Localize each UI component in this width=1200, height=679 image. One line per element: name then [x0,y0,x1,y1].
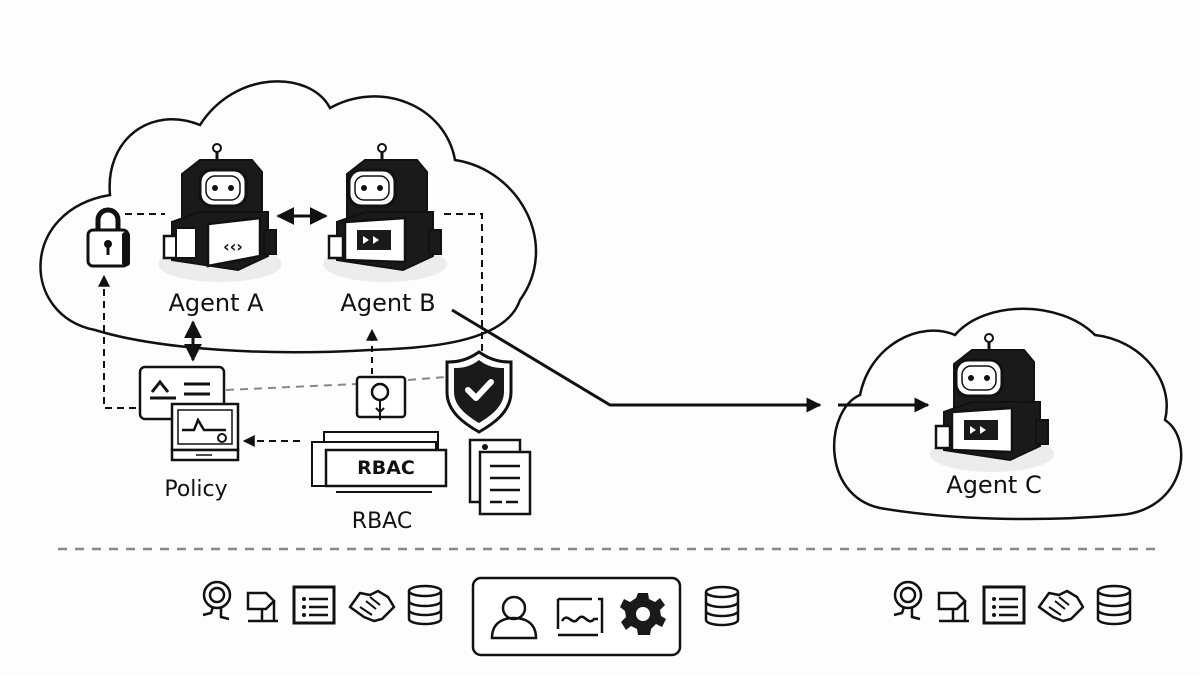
rbac-card-text: RBAC [357,457,415,479]
agent-c-robot[interactable] [928,332,1056,474]
agent-c-label: Agent C [946,471,1041,499]
user-icon[interactable] [490,595,538,640]
signpost-icon[interactable] [246,591,278,623]
database-icon[interactable] [407,584,443,626]
bottom-left-group [202,580,443,626]
code-brackets-icon: ‹‹› [223,237,243,256]
rbac-label: RBAC [352,509,412,534]
cloud-main [39,80,538,354]
certificate-icon[interactable] [355,375,407,420]
gear-icon[interactable] [620,593,666,635]
handshake-icon[interactable] [348,589,396,623]
shield-check-icon[interactable] [445,350,513,434]
chart-window-icon[interactable] [556,597,604,637]
agent-b-label: Agent B [340,289,435,317]
identity-badge-icon[interactable] [893,580,923,621]
list-window-icon[interactable] [292,585,336,625]
database-icon[interactable] [1096,584,1132,626]
agent-a-label: Agent A [168,289,264,317]
rbac-card-icon[interactable]: RBAC [311,431,448,493]
lock-icon[interactable] [86,207,130,268]
list-window-icon[interactable] [982,585,1026,625]
agent-b-robot[interactable] [321,142,449,284]
bottom-right-group [893,580,1132,626]
connector-policy-lock [98,274,136,409]
signpost-icon[interactable] [937,591,969,623]
database-icon[interactable] [704,585,740,627]
agent-a-robot[interactable]: ‹‹› [156,142,284,284]
handshake-icon[interactable] [1037,589,1085,623]
monitor-icon[interactable] [170,402,240,462]
document-icon[interactable] [468,438,532,516]
connector-b-c [451,308,822,413]
cloud-c [833,307,1183,521]
bottom-center-group[interactable] [471,576,682,657]
identity-badge-icon[interactable] [202,580,232,621]
policy-label: Policy [164,477,227,502]
